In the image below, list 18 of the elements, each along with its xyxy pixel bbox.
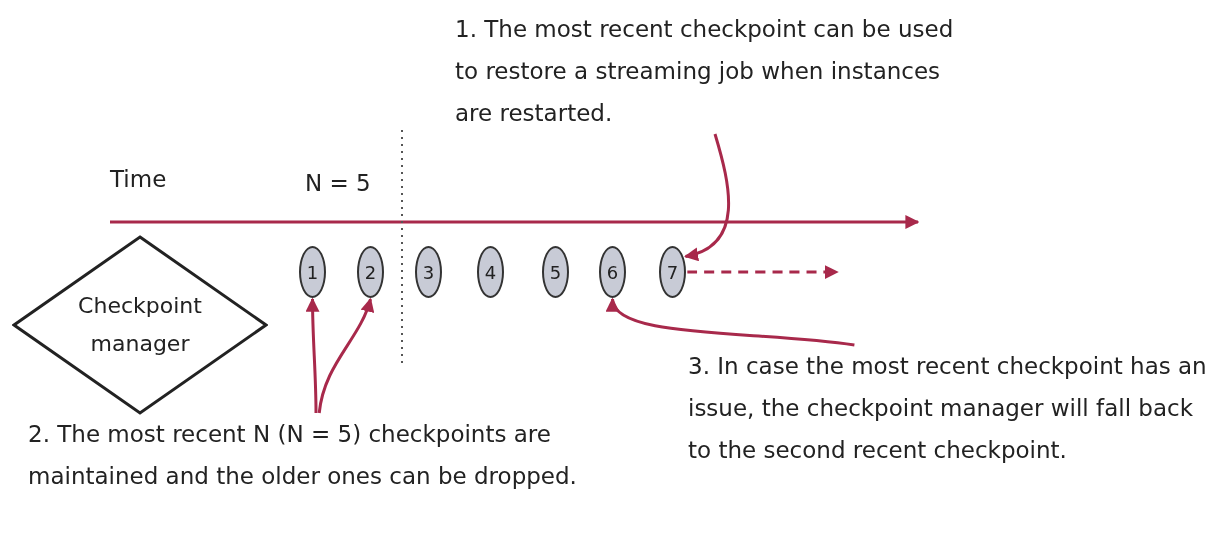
checkpoint-ellipse: 1 — [299, 246, 326, 298]
leader-arrow — [305, 297, 320, 413]
leader-arrow — [317, 297, 374, 414]
checkpoint-ellipse: 2 — [357, 246, 384, 298]
checkpoint-ellipse: 4 — [477, 246, 504, 298]
node-label: Checkpoint manager — [77, 292, 203, 358]
checkpoint-ellipse: 5 — [542, 246, 569, 298]
leader-arrow — [609, 297, 855, 347]
dashed-arrow — [687, 265, 839, 279]
checkpoint-ellipse: 3 — [415, 246, 442, 298]
annotation-text: 1. The most recent checkpoint can be used to restore a streaming job when instances are restarted. — [455, 8, 975, 134]
checkpoint-ellipse: 7 — [659, 246, 686, 298]
annotation-text: 2. The most recent N (N = 5) checkpoints are maintained and the older ones can be dropped. — [28, 413, 668, 497]
leader-arrow — [684, 133, 730, 260]
checkpoint-ellipse: 6 — [599, 246, 626, 298]
annotation-text: 3. In case the most recent checkpoint has an issue, the checkpoint manager will fall back to the second recent checkpoint. — [688, 345, 1208, 471]
annotation-label: N = 5 — [305, 170, 371, 196]
axis-label: Time — [110, 166, 167, 192]
